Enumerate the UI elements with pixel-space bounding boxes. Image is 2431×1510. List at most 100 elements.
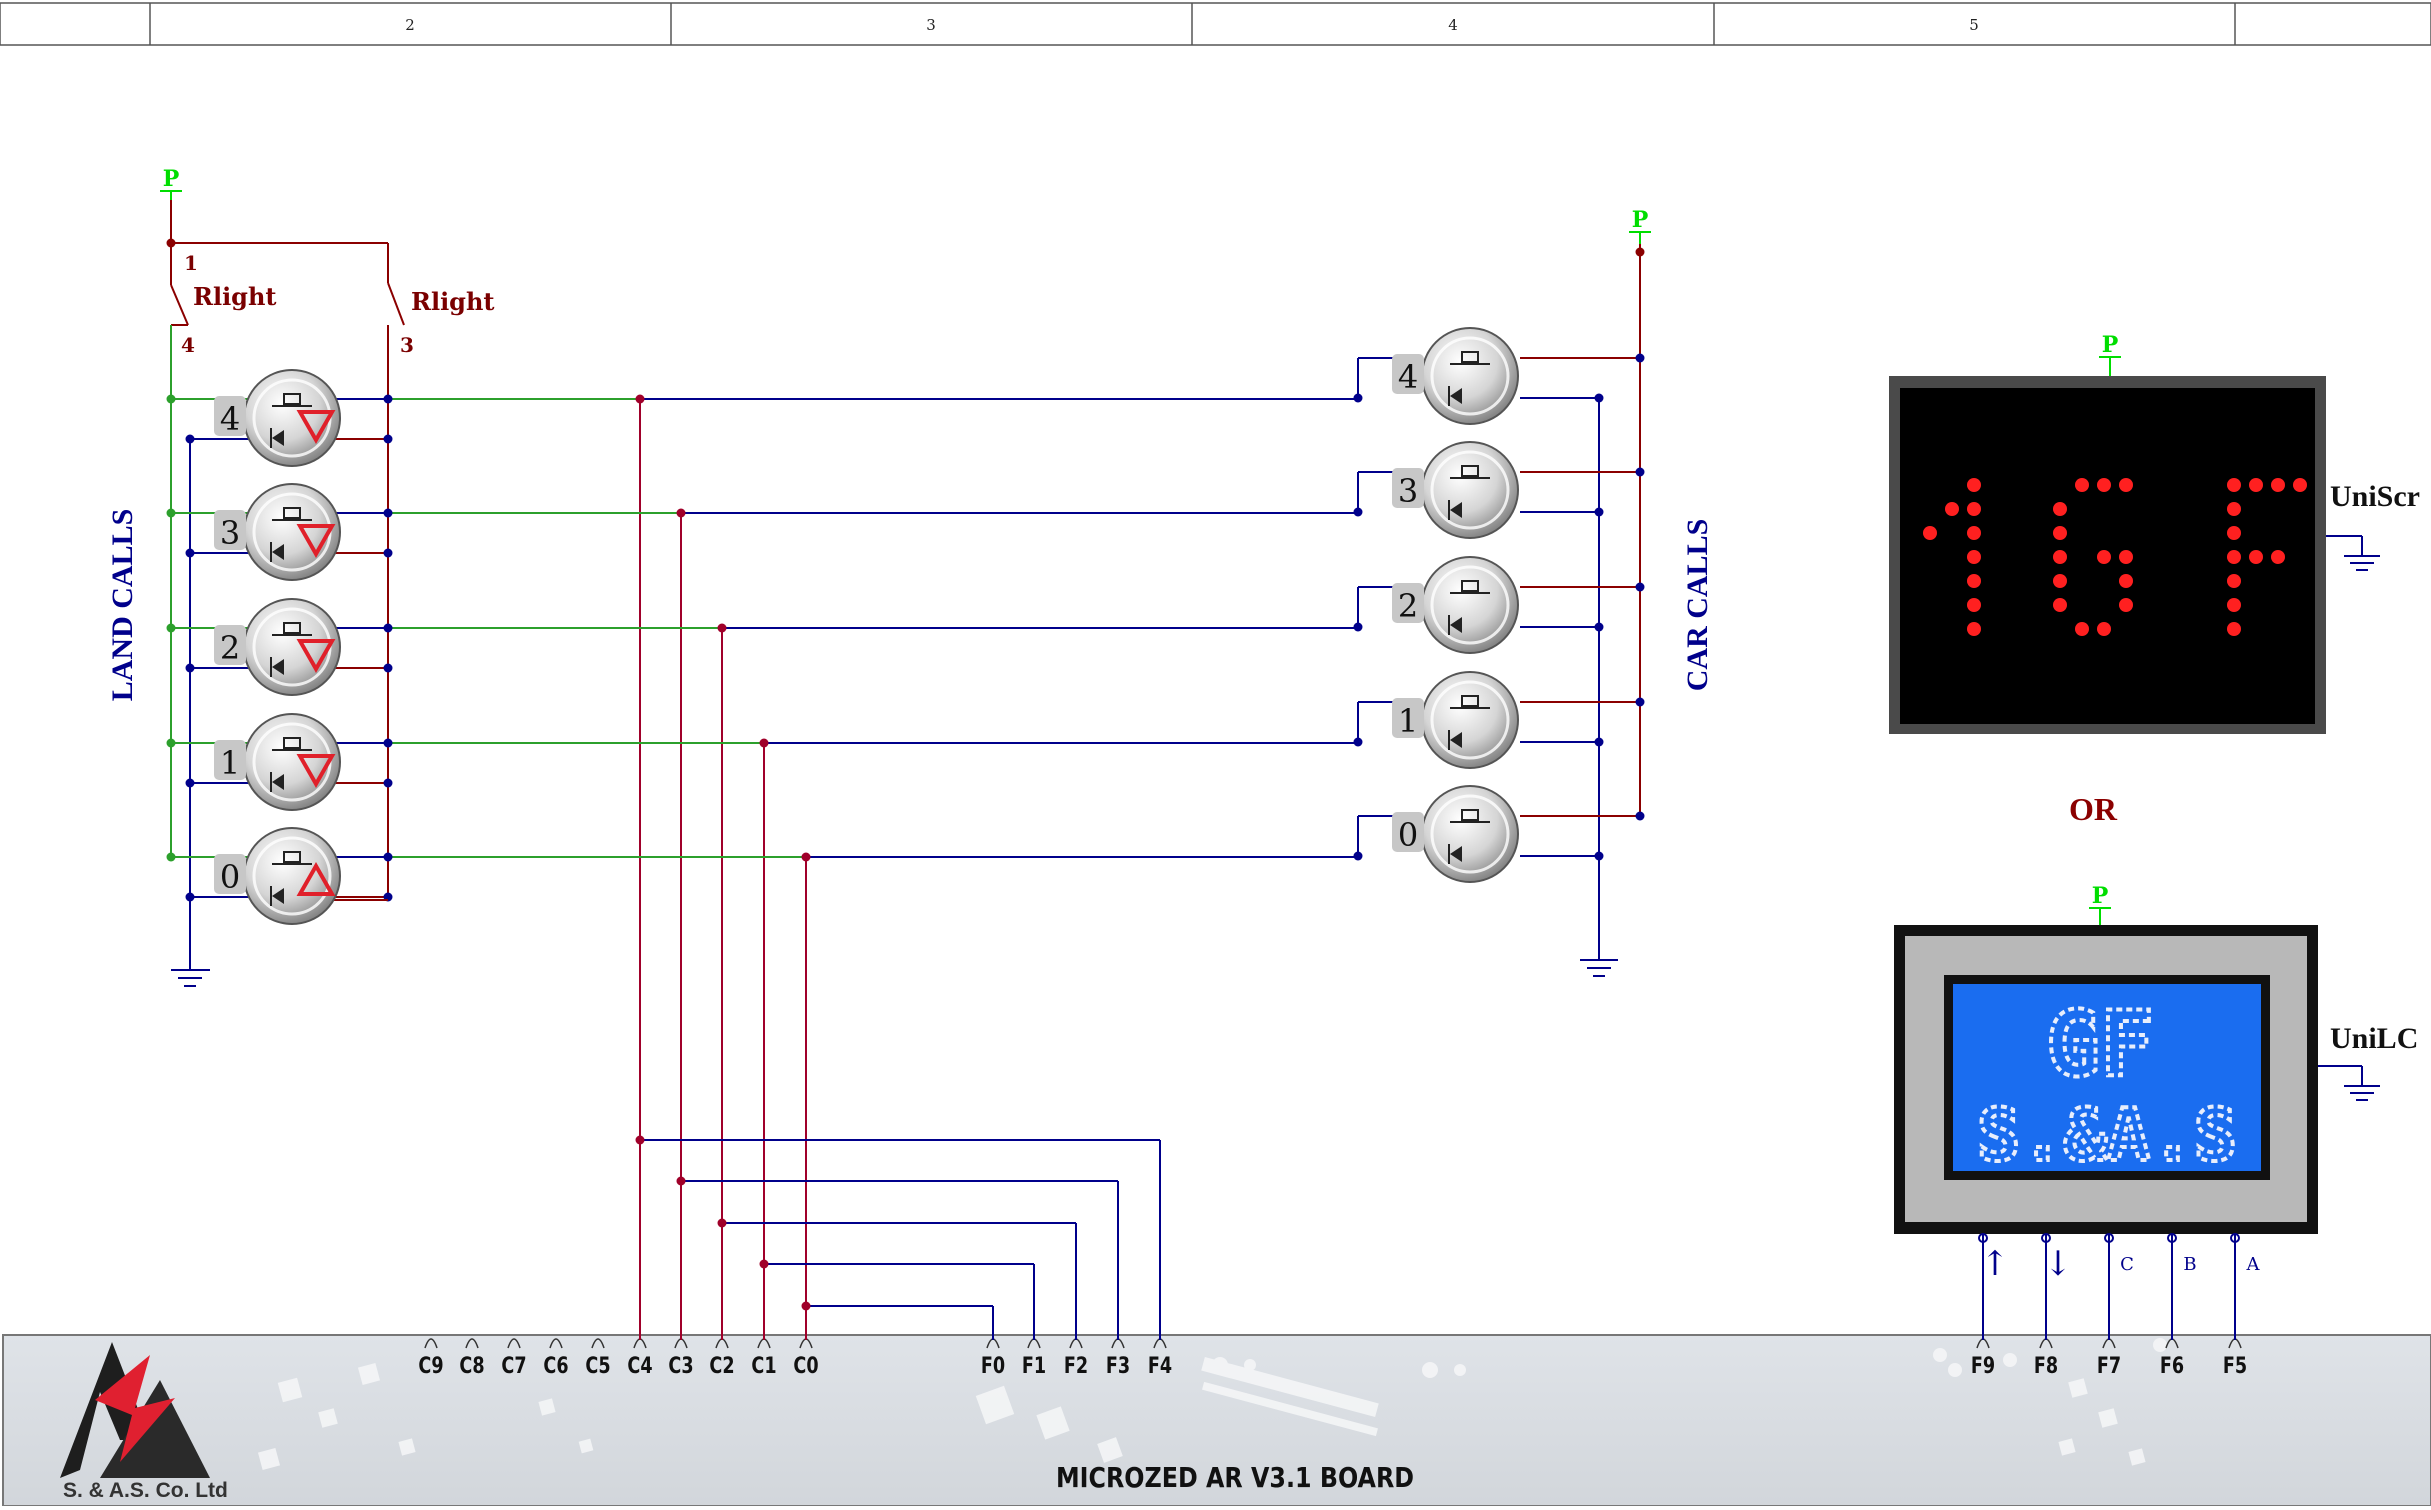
junction-dot: [1353, 851, 1363, 861]
uniscreen-display: P UniScr: [1889, 332, 2420, 734]
lcd-line-1: GF: [2046, 992, 2154, 1097]
switch-symbol: [1461, 465, 1479, 477]
board-pin-label: C7: [501, 1353, 526, 1378]
led-dot: [1967, 550, 1981, 564]
button-number: 0: [1398, 816, 1418, 854]
led-dot: [2075, 478, 2089, 492]
junction-dot: [635, 1135, 645, 1145]
relay-pin-4: 4: [181, 333, 195, 357]
button-rim: [1430, 794, 1510, 874]
switch-symbol: [283, 851, 301, 863]
lcd-input-label: B: [2183, 1254, 2196, 1275]
button-label-plate: [214, 740, 246, 780]
led-dot: [2227, 502, 2241, 516]
led-dot: [2119, 550, 2133, 564]
junction-dot: [1635, 467, 1645, 477]
land-calls-title: LAND CALLS: [106, 509, 139, 702]
junction-dot: [383, 548, 393, 558]
board-pin-label: C2: [709, 1353, 734, 1378]
led-symbol: [272, 659, 284, 675]
led-dot: [2053, 502, 2067, 516]
junction-dot: [1353, 507, 1363, 517]
direction-arrow: [296, 861, 336, 896]
led-symbol: [272, 888, 284, 904]
board-pin-label: C0: [793, 1353, 818, 1378]
board-pin-label: F1: [1022, 1353, 1046, 1378]
lcd-input-label: C: [2120, 1254, 2134, 1275]
board-pin-label: F8: [2034, 1353, 2058, 1378]
button-number: 4: [1398, 358, 1418, 396]
led-symbol: [272, 544, 284, 560]
direction-arrow: [296, 639, 336, 674]
lcd-input-label: A: [2246, 1254, 2261, 1275]
button-body: [1421, 441, 1519, 539]
switch-symbol: [283, 393, 301, 405]
button-body: [243, 483, 341, 581]
company-name: S. & A.S. Co. Ltd: [63, 1479, 228, 1502]
button-number: 2: [220, 629, 240, 667]
junction-dot: [185, 892, 195, 902]
button-body: [1421, 785, 1519, 883]
button-label-plate: [214, 625, 246, 665]
led-dot: [2119, 574, 2133, 588]
button-body: [243, 713, 341, 811]
ruler-label-2: 2: [405, 16, 415, 34]
ruler-label-4: 4: [1448, 16, 1458, 34]
land-power-label: P: [163, 166, 180, 192]
button-rim: [1430, 336, 1510, 416]
top-ruler: 2 3 4 5: [0, 2, 2431, 46]
junction-dot: [1635, 353, 1645, 363]
call-button: 4: [1392, 327, 1519, 425]
button-number: 3: [220, 514, 240, 552]
call-button: 2: [1392, 556, 1519, 654]
led-dot: [1967, 478, 1981, 492]
led-symbol: [272, 430, 284, 446]
board-pin: [465, 1338, 479, 1349]
led-dot: [1967, 574, 1981, 588]
board-pin-label: C6: [543, 1353, 568, 1378]
junction-dot: [383, 778, 393, 788]
board-pin: [507, 1338, 521, 1349]
relay-pin-3: 3: [400, 333, 414, 357]
button-label-plate: [1392, 354, 1424, 394]
led-dot: [2097, 478, 2111, 492]
button-label-plate: [1392, 583, 1424, 623]
or-label: OR: [2069, 791, 2118, 827]
button-number: 3: [1398, 472, 1418, 510]
board-pin-label: F3: [1106, 1353, 1130, 1378]
switch-symbol: [1461, 809, 1479, 821]
board-pin-label: C3: [668, 1353, 693, 1378]
switch-symbol: [1461, 695, 1479, 707]
call-button: 1: [214, 713, 341, 811]
button-label-plate: [1392, 812, 1424, 852]
switch-symbol: [1461, 580, 1479, 592]
led-dot: [2119, 598, 2133, 612]
lcd-input-pin: [1978, 1233, 1988, 1243]
led-dot: [2053, 574, 2067, 588]
junction-dot: [166, 738, 176, 748]
junction-dot: [1635, 811, 1645, 821]
junction-dot: [1635, 247, 1645, 257]
led-dot: [2227, 478, 2241, 492]
led-dot: [1945, 502, 1959, 516]
button-body: [243, 369, 341, 467]
direction-arrow: [296, 754, 336, 789]
junction-dot: [166, 394, 176, 404]
led-dot: [2227, 574, 2241, 588]
board-pin-label: F5: [2223, 1353, 2247, 1378]
board-pin-label: C8: [459, 1353, 484, 1378]
junction-dot: [383, 663, 393, 673]
junction-dot: [185, 434, 195, 444]
call-button: 3: [1392, 441, 1519, 539]
led-dot: [2119, 478, 2133, 492]
junction-dot: [1594, 737, 1604, 747]
junction-dot: [676, 1176, 686, 1186]
led-dot: [1967, 526, 1981, 540]
junction-dot: [801, 1301, 811, 1311]
